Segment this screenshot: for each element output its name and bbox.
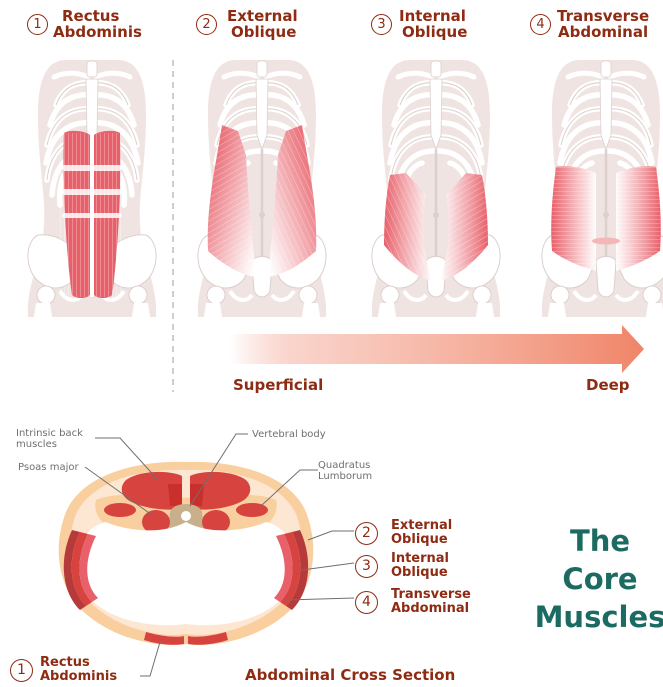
core-title-line2: Core bbox=[525, 560, 663, 598]
depth-label-superficial: Superficial bbox=[233, 376, 323, 394]
number-circle: 2 bbox=[355, 522, 378, 545]
torso-external-oblique bbox=[198, 60, 326, 317]
legend-line2: Oblique bbox=[391, 566, 449, 580]
number-circle: 3 bbox=[371, 14, 392, 35]
legend-text: External Oblique bbox=[391, 519, 452, 547]
muscle-title-line1: Internal bbox=[399, 8, 467, 24]
legend-text: Transverse Abdominal bbox=[391, 588, 471, 616]
muscle-title-external-oblique: 2 External Oblique bbox=[196, 8, 298, 40]
label-line1: Intrinsic back bbox=[16, 428, 83, 439]
muscle-title-line2: Abdominal bbox=[558, 24, 649, 40]
core-muscles-title: The Core Muscles bbox=[525, 522, 663, 636]
legend-text: Rectus Abdominis bbox=[40, 656, 117, 684]
label-line2: muscles bbox=[16, 439, 83, 450]
label-quadratus-lumborum: Quadratus Lumborum bbox=[318, 460, 372, 482]
label-line1: Quadratus bbox=[318, 460, 372, 471]
legend-line2: Abdominal bbox=[391, 602, 471, 616]
number-circle: 1 bbox=[10, 659, 33, 682]
abdominal-cross-section bbox=[59, 434, 354, 676]
torso-transverse-abdominal bbox=[542, 60, 663, 317]
number-circle: 1 bbox=[27, 14, 48, 35]
torso-internal-oblique bbox=[372, 60, 500, 317]
number-circle: 4 bbox=[355, 591, 378, 614]
muscle-title-internal-oblique: 3 Internal Oblique bbox=[371, 8, 467, 40]
muscle-title-line1: Transverse bbox=[557, 8, 649, 24]
number-circle: 3 bbox=[355, 555, 378, 578]
number-circle: 4 bbox=[530, 14, 551, 35]
muscle-title-rectus-abdominis: 1 Rectus Abdominis bbox=[27, 8, 142, 40]
legend-text: Internal Oblique bbox=[391, 552, 449, 580]
depth-arrow bbox=[230, 325, 644, 373]
depth-label-deep: Deep bbox=[586, 376, 630, 394]
muscle-title-line2: Abdominis bbox=[53, 24, 142, 40]
legend-line2: Abdominis bbox=[40, 670, 117, 684]
label-line2: Lumborum bbox=[318, 471, 372, 482]
legend-line1: Transverse bbox=[391, 588, 471, 602]
core-title-line1: The bbox=[525, 522, 663, 560]
muscle-title-line2: Oblique bbox=[231, 24, 298, 40]
label-vertebral-body: Vertebral body bbox=[252, 429, 326, 440]
quadratus-lumborum-left bbox=[104, 503, 136, 517]
label-psoas-major: Psoas major bbox=[18, 462, 79, 473]
legend-line2: Oblique bbox=[391, 533, 452, 547]
number-circle: 2 bbox=[196, 14, 217, 35]
muscle-title-line1: External bbox=[227, 8, 298, 24]
label-intrinsic-back-muscles: Intrinsic back muscles bbox=[16, 428, 83, 450]
legend-line1: Rectus bbox=[40, 656, 117, 670]
cross-section-title: Abdominal Cross Section bbox=[245, 666, 455, 684]
torso-rectus-abdominis bbox=[28, 60, 156, 317]
muscle-title-transverse-abdominal: 4 Transverse Abdominal bbox=[530, 8, 649, 40]
legend-line1: External bbox=[391, 519, 452, 533]
muscle-title-line2: Oblique bbox=[402, 24, 467, 40]
legend-line1: Internal bbox=[391, 552, 449, 566]
quadratus-lumborum-right bbox=[236, 503, 268, 517]
muscle-title-line1: Rectus bbox=[62, 8, 142, 24]
core-title-line3: Muscles bbox=[525, 598, 663, 636]
